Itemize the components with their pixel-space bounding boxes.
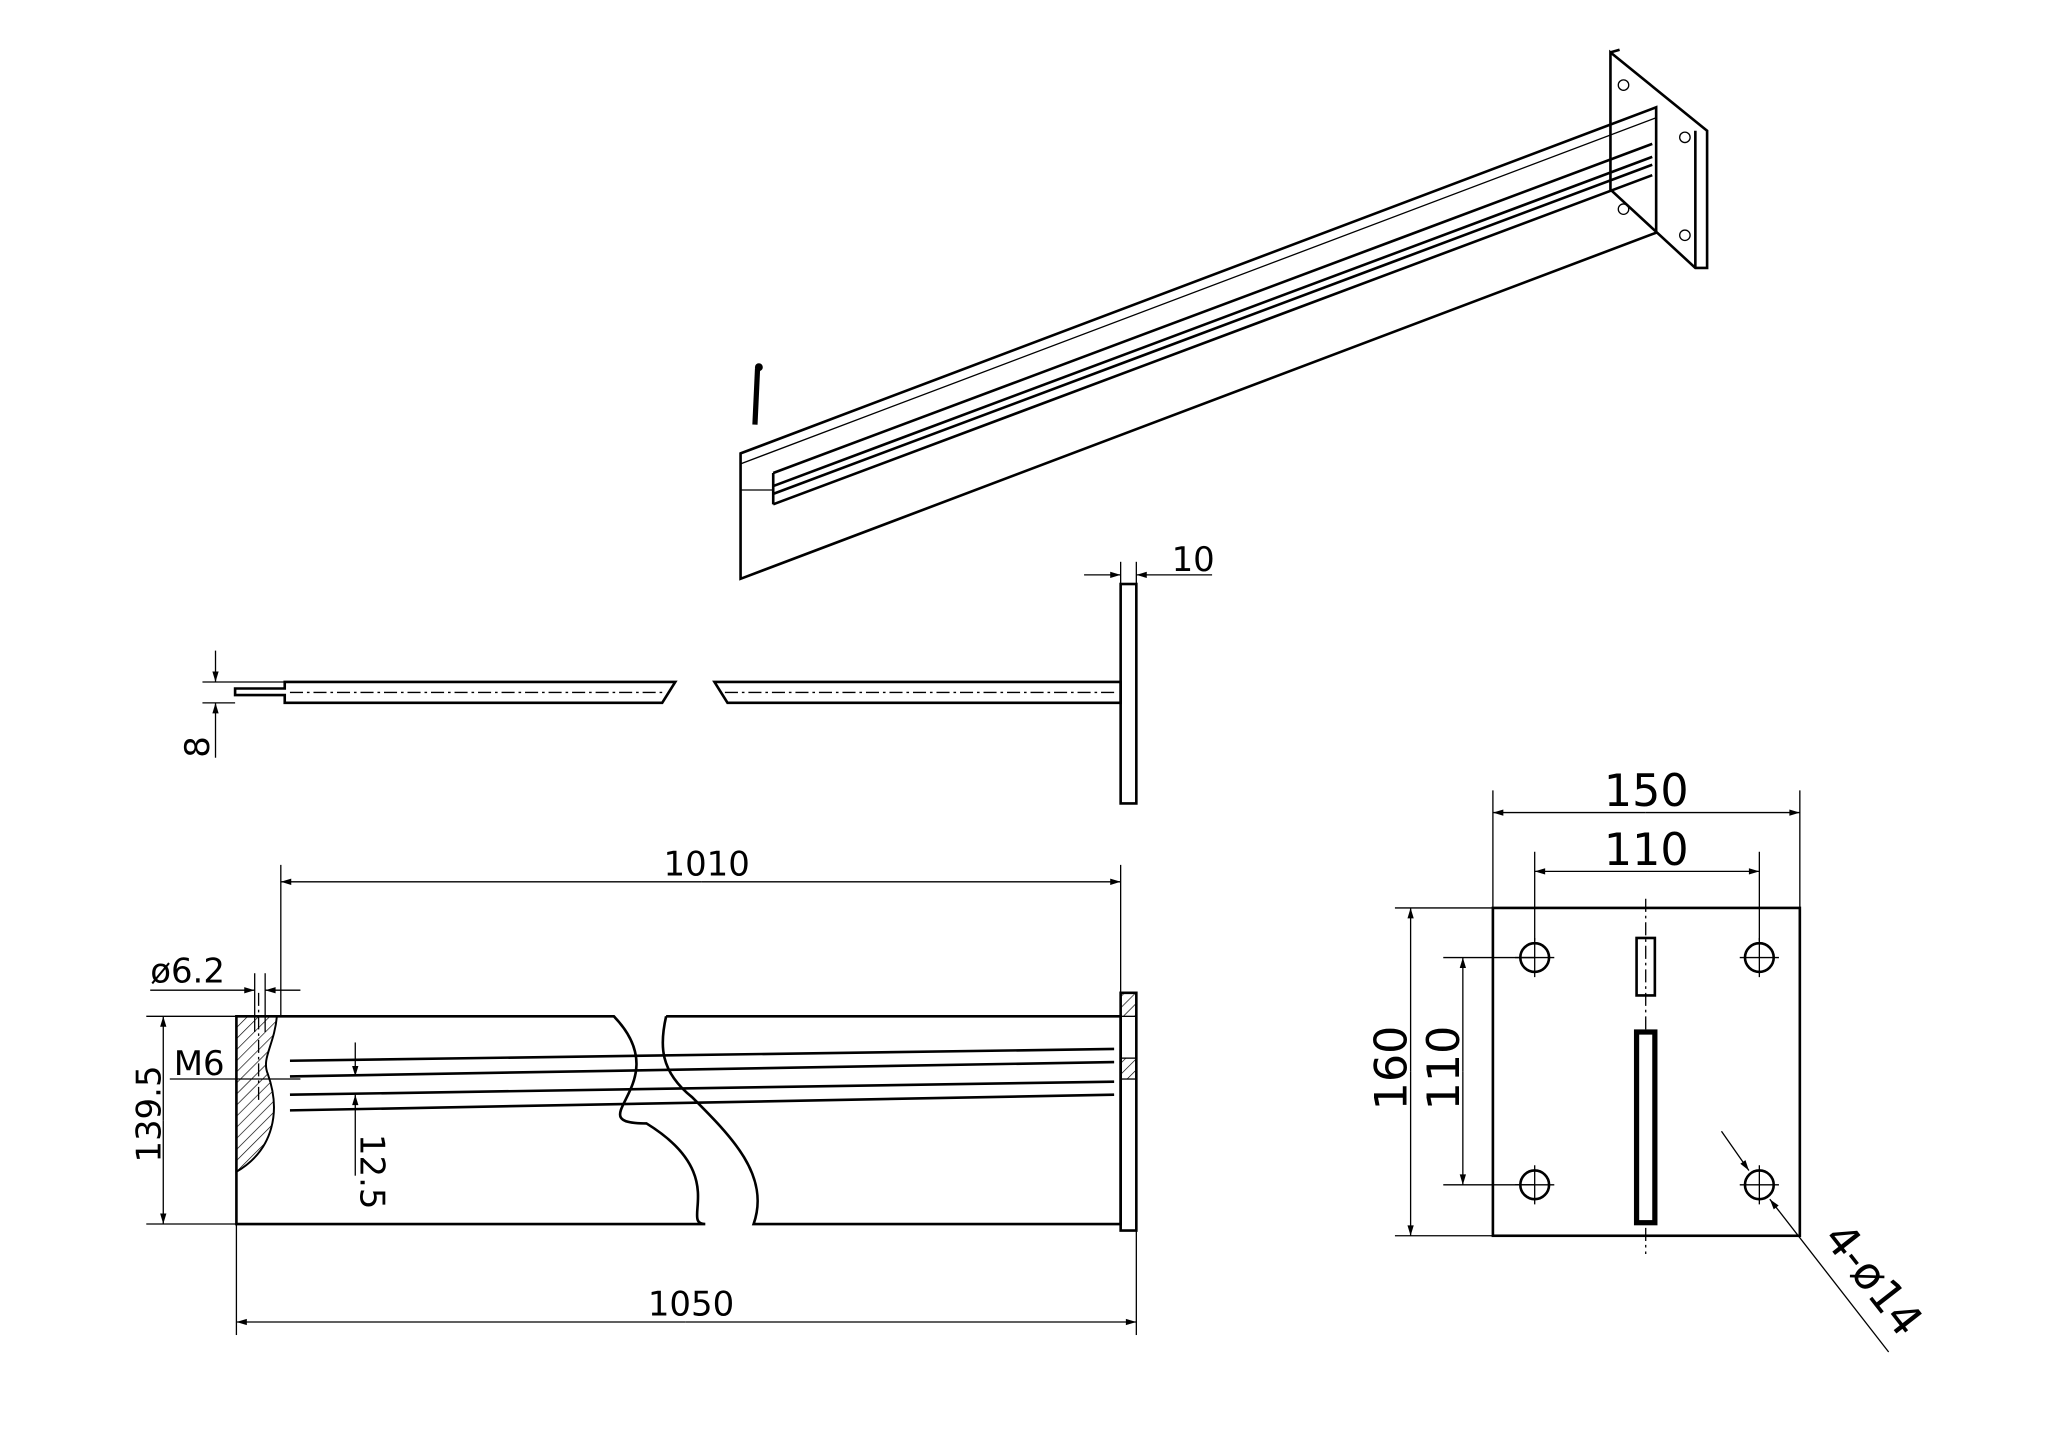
top-view: 10 8 (178, 540, 1215, 805)
dim-rail-length: 1010 (664, 844, 750, 884)
dim-hole-diameter: ø6.2 (150, 951, 225, 991)
section-hatch (235, 1015, 278, 1174)
dim-plate-width: 150 (1604, 766, 1689, 817)
mounting-plate-view: 150 110 160 110 4-ø14 (1367, 766, 1932, 1353)
dim-plate-height: 160 (1367, 1026, 1418, 1111)
screw-icon (752, 368, 761, 425)
dim-height: 139.5 (130, 1065, 170, 1162)
dim-hole-spacing-x: 110 (1604, 825, 1689, 876)
dim-rail-spacing: 12.5 (351, 1134, 391, 1210)
isometric-view (739, 48, 1709, 581)
hole-icon (1617, 79, 1630, 91)
blade-iso (739, 105, 1658, 581)
slot-upper (1635, 936, 1657, 997)
dim-flange-thickness: 10 (1172, 540, 1215, 580)
dim-plate-holes: 4-ø14 (1813, 1214, 1932, 1346)
mounting-plate-iso (1609, 49, 1709, 270)
dim-blade-thickness: 8 (178, 736, 218, 758)
front-view: 1010 ø6.2 M6 139.5 12.5 1050 (130, 844, 1138, 1336)
dim-overall-length: 1050 (648, 1284, 734, 1324)
flange-top (1119, 582, 1138, 805)
dim-hole-spacing-y: 110 (1419, 1026, 1470, 1111)
flange-front (1119, 991, 1138, 1232)
dim-thread: M6 (174, 1044, 225, 1084)
